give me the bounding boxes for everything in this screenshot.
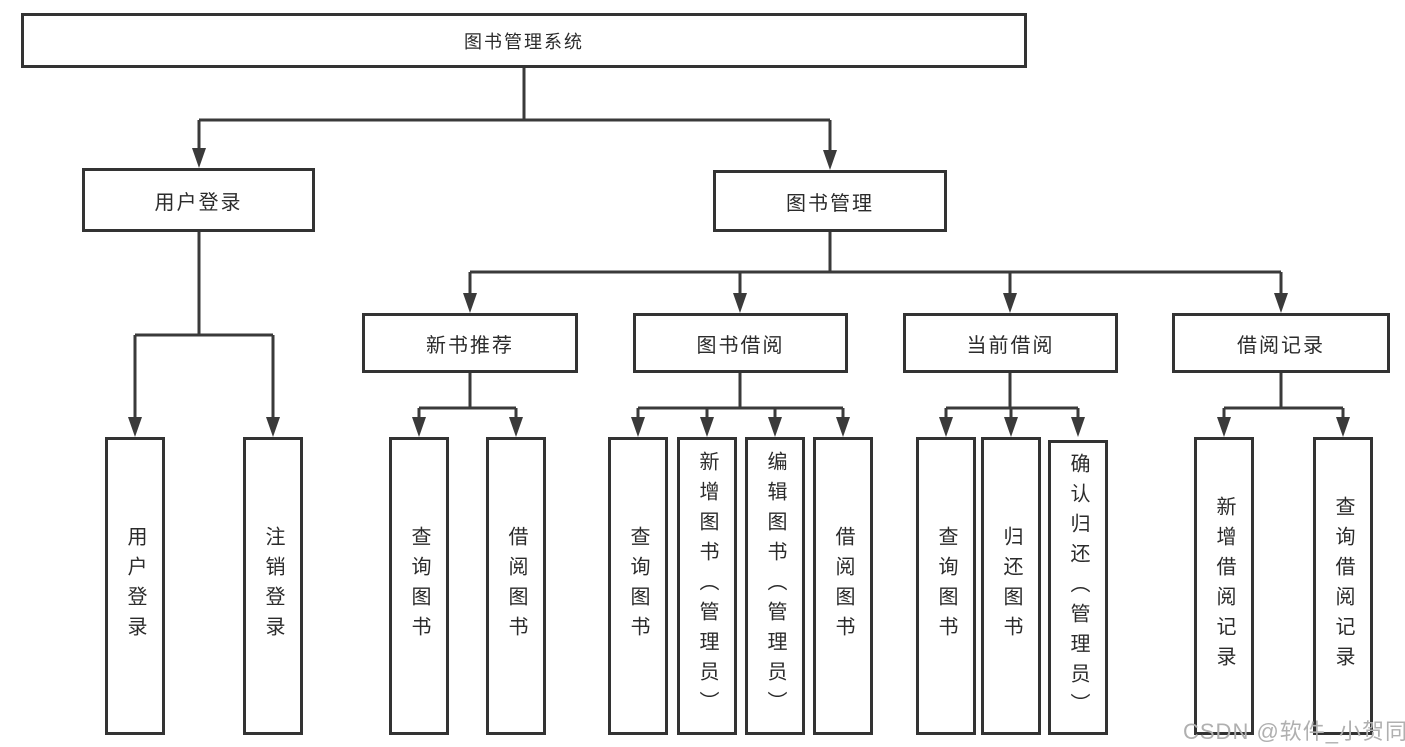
tree-edges (133, 68, 1345, 419)
arrowhead (768, 417, 782, 437)
arrowhead (128, 417, 142, 437)
node-user-login: 用户登录 (82, 168, 315, 232)
node-borrow-records: 借阅记录 (1172, 313, 1390, 373)
watermark: CSDN @软件_小贺同学 (1183, 719, 1405, 744)
arrowhead (1274, 293, 1288, 313)
arrowhead (1003, 293, 1017, 313)
node-new-book-recommend: 新书推荐 (362, 313, 578, 373)
leaf-borrow-query-books: 查询图书 (608, 437, 668, 735)
node-root-system: 图书管理系统 (21, 13, 1027, 68)
leaf-records-query-record: 查询借阅记录 (1313, 437, 1373, 735)
node-current-borrow: 当前借阅 (903, 313, 1118, 373)
leaf-user-login: 用户登录 (105, 437, 165, 735)
leaf-newrec-query-books: 查询图书 (389, 437, 449, 735)
arrowhead (509, 417, 523, 437)
arrowhead (412, 417, 426, 437)
leaf-logout: 注销登录 (243, 437, 303, 735)
arrowhead (939, 417, 953, 437)
arrowhead (266, 417, 280, 437)
arrowhead (1336, 417, 1350, 437)
leaf-newrec-borrow-books: 借阅图书 (486, 437, 546, 735)
arrowhead (192, 148, 206, 168)
arrowhead (836, 417, 850, 437)
arrowhead (823, 150, 837, 170)
leaf-borrow-borrow-books: 借阅图书 (813, 437, 873, 735)
node-book-management: 图书管理 (713, 170, 947, 232)
leaf-borrow-edit-books-admin: 编辑图书（管理员） (745, 437, 805, 735)
arrowhead (1004, 417, 1018, 437)
leaf-current-return-books: 归还图书 (981, 437, 1041, 735)
arrowhead (1071, 417, 1085, 437)
leaf-records-add-record: 新增借阅记录 (1194, 437, 1254, 735)
leaf-borrow-add-books-admin: 新增图书（管理员） (677, 437, 737, 735)
arrowhead (1217, 417, 1231, 437)
arrowhead (463, 293, 477, 313)
arrowheads (128, 148, 1350, 437)
arrowhead (733, 293, 747, 313)
arrowhead (700, 417, 714, 437)
arrowhead (631, 417, 645, 437)
leaf-current-query-books: 查询图书 (916, 437, 976, 735)
leaf-current-confirm-return-admin: 确认归还（管理员） (1048, 440, 1108, 735)
node-book-borrow: 图书借阅 (633, 313, 848, 373)
